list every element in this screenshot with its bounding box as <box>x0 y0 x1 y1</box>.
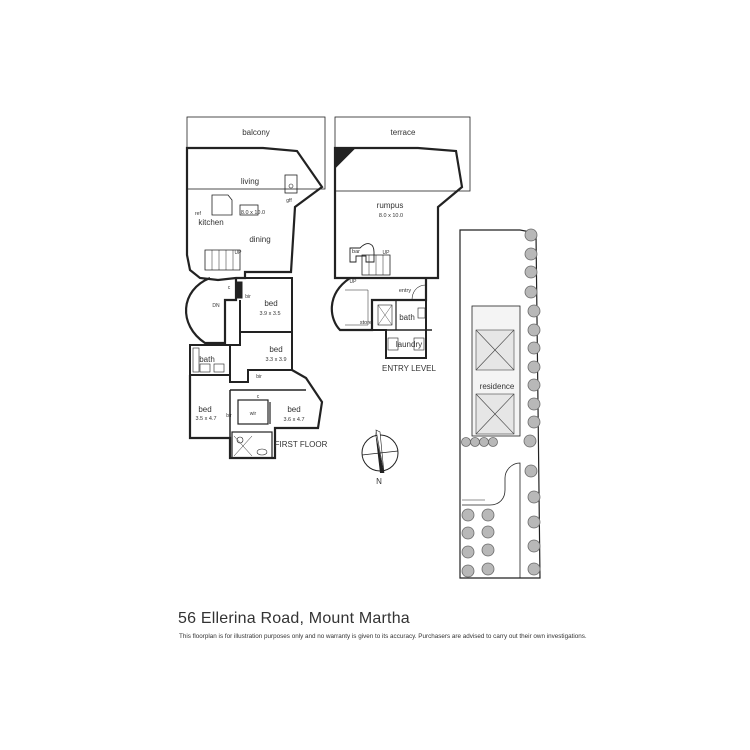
bed4-size-label: 3.6 x 4.7 <box>283 417 304 423</box>
compass-north-label: N <box>376 477 382 486</box>
bed1-size-label: 3.9 x 3.5 <box>259 311 280 317</box>
entry-level-label: ENTRY LEVEL <box>382 364 437 373</box>
ref-label: ref <box>195 211 201 217</box>
entry-label: entry <box>399 288 411 294</box>
first-floor-plan <box>185 116 326 460</box>
bath-label: bath <box>199 355 215 364</box>
terrace-label: terrace <box>391 128 416 137</box>
balcony-label: balcony <box>242 128 270 137</box>
entry-bath-label: bath <box>399 313 415 322</box>
c-label-2: c <box>257 394 260 400</box>
bed3-label: bed <box>198 405 211 414</box>
first-floor-level-label: FIRST FLOOR <box>275 440 328 449</box>
compass-rose: N <box>361 429 399 486</box>
c-label-1: c <box>228 285 231 291</box>
bar-counter <box>349 243 375 263</box>
rumpus-size-label: 8.0 x 10.0 <box>379 213 403 219</box>
ensuite-area <box>231 431 273 459</box>
kitchen-label: kitchen <box>198 218 223 227</box>
living-size-label: 8.0 x 10.0 <box>241 210 265 216</box>
bed3-size-label: 3.5 x 4.7 <box>195 416 216 422</box>
residence-label: residence <box>480 382 515 391</box>
entry-walls <box>371 300 427 359</box>
stairs-entry <box>361 254 391 276</box>
living-label: living <box>241 177 259 186</box>
bir-label-1: bir <box>245 294 251 300</box>
wf-label: wf <box>346 158 352 164</box>
gff-label: gff <box>286 198 292 204</box>
rumpus-label: rumpus <box>377 201 404 210</box>
driveway <box>462 462 521 578</box>
wir-label: wir <box>250 411 257 417</box>
living-walls <box>185 146 324 282</box>
laundry-label: laundry <box>396 340 422 349</box>
up-label: UP <box>235 250 243 256</box>
entry-level-plan <box>330 116 471 359</box>
bed1-bir-block <box>235 281 243 299</box>
bir-label-2: bir <box>256 374 262 380</box>
tree-row <box>461 228 541 578</box>
site-plan <box>459 228 541 579</box>
property-address-title: 56 Ellerina Road, Mount Martha <box>178 610 410 627</box>
bir-label-3: bir <box>226 413 232 419</box>
bed2-walls <box>229 331 293 383</box>
fireplace <box>284 174 298 194</box>
wir-area <box>237 399 269 425</box>
bed2-size-label: 3.3 x 3.9 <box>265 357 286 363</box>
bed2-label: bed <box>269 345 282 354</box>
bar-label: bar <box>352 249 360 255</box>
curved-stairwell-entry <box>330 277 428 332</box>
dn-label: DN <box>212 303 220 309</box>
store-label: store <box>360 320 372 326</box>
curved-stairwell <box>185 276 238 345</box>
up-label-1: UP <box>383 250 391 256</box>
kitchen-bench <box>211 194 233 216</box>
dining-label: dining <box>249 235 270 244</box>
entry-level-labels: terrace wf rumpus 8.0 x 10.0 bar UP UP e… <box>346 128 437 373</box>
stairs-first <box>204 249 241 271</box>
disclaimer-text: This floorplan is for illustration purpo… <box>179 633 587 640</box>
dining-island <box>239 204 259 216</box>
rumpus-walls <box>333 146 464 280</box>
bed4-label: bed <box>287 405 300 414</box>
first-floor-labels: balcony living 8.0 x 10.0 ref kitchen gf… <box>195 128 328 449</box>
up-label-2: UP <box>350 279 358 285</box>
lower-wing-walls <box>188 369 324 460</box>
wf-corner <box>334 147 357 170</box>
bed1-label: bed <box>264 299 277 308</box>
